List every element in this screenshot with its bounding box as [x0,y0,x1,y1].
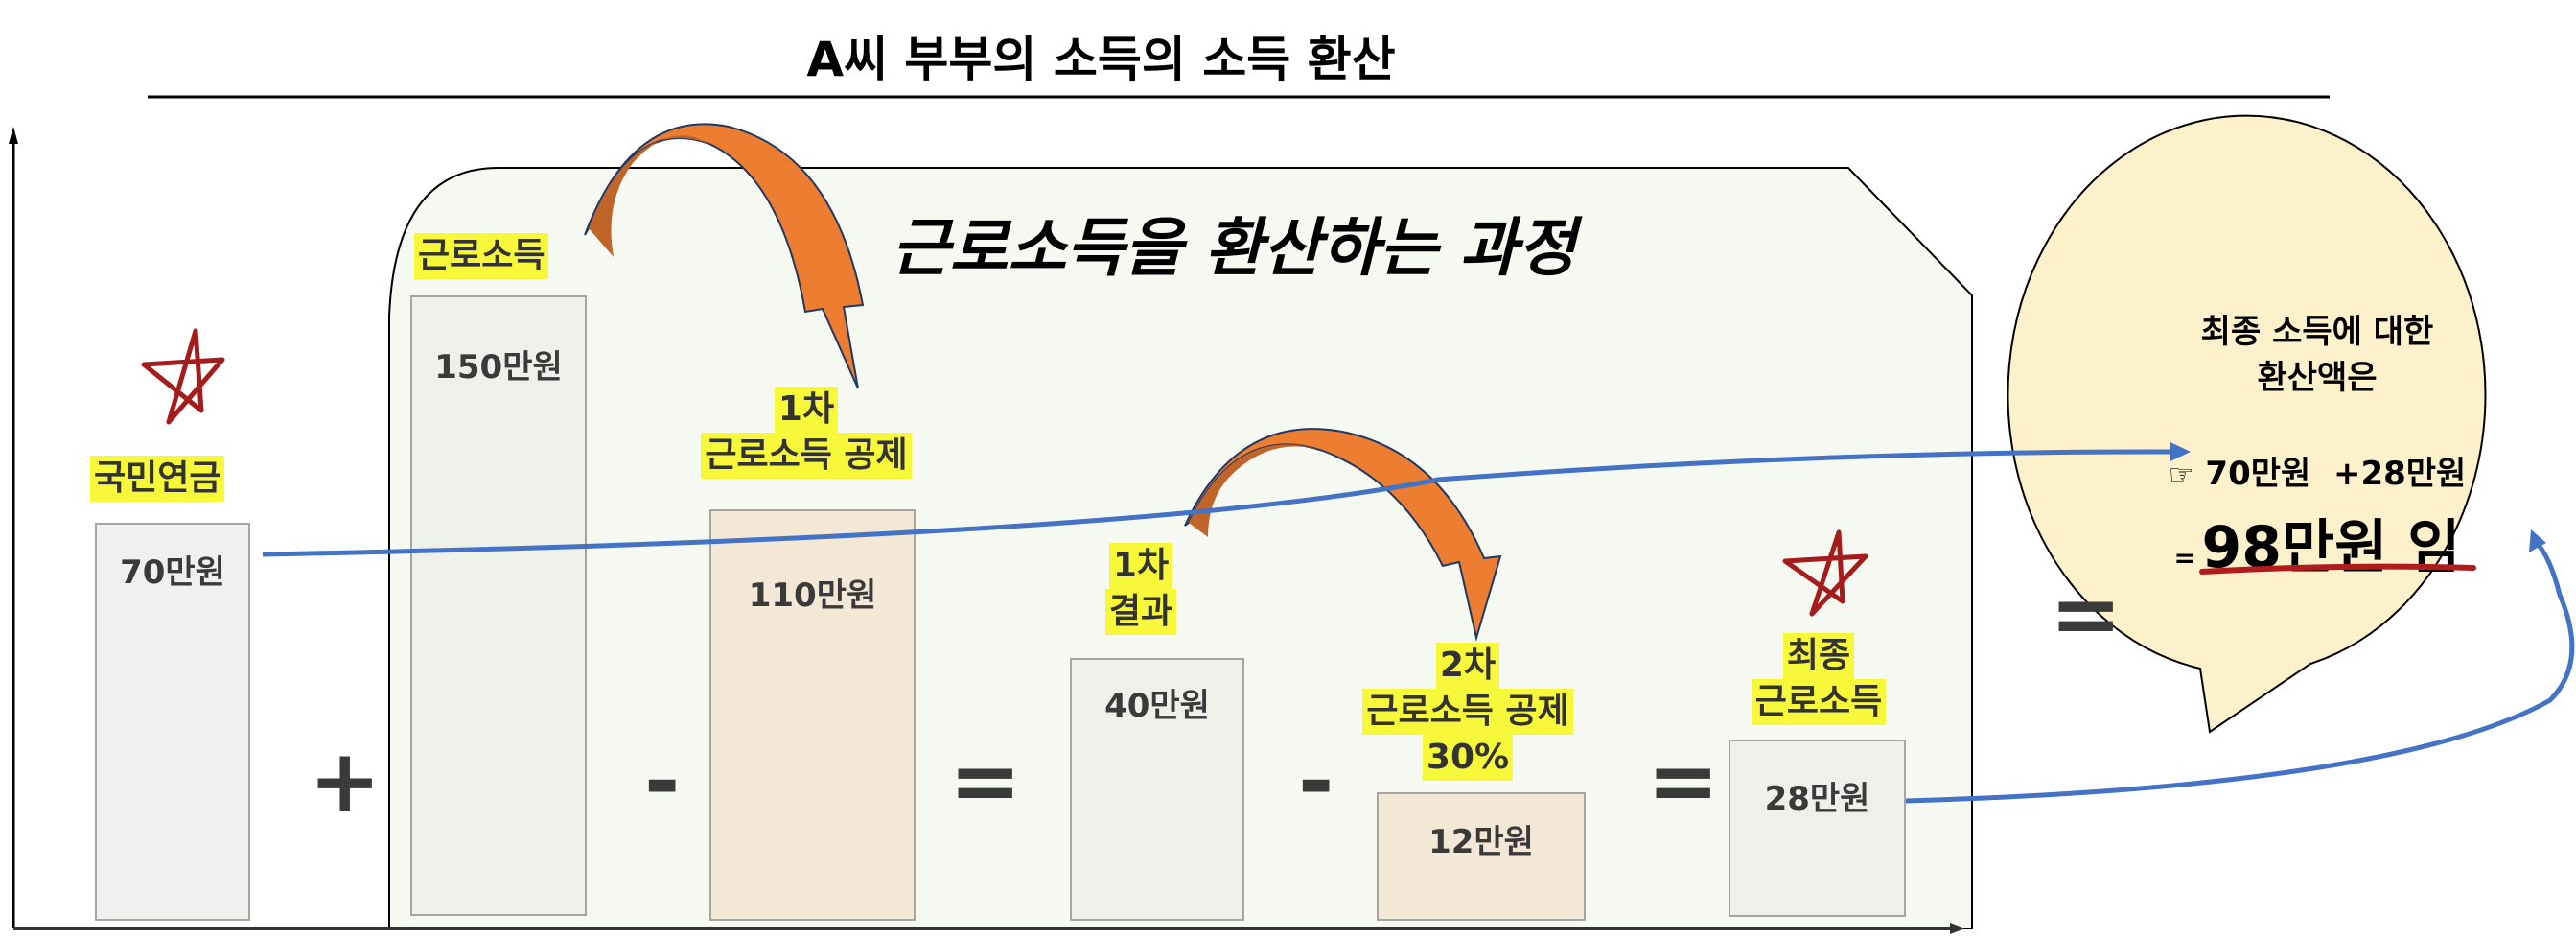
final-income-value: 28만원 [1764,780,1870,818]
connector-arrowhead [2170,442,2191,461]
star-icon-2 [1782,529,1868,617]
pointing-hand-icon: ☞ [2168,458,2194,492]
speech-bubble [2007,114,2487,734]
second-deduction-label: 2차 근로소득 공제 30% [1340,643,1595,781]
bubble-eq: = [2173,542,2196,574]
equals-operator: = [949,731,1022,832]
first-result-value: 40만원 [1104,687,1210,725]
x-axis-arrowhead [1950,923,1965,934]
plus-operator: + [309,731,382,832]
minus-operator: - [644,731,681,832]
second-deduction-label-line3: 30% [1422,735,1514,781]
y-axis-arrowhead [9,127,18,144]
final-income-bar: 28만원 [1729,740,1906,917]
star-icon [141,328,225,425]
second-deduction-value: 12만원 [1428,823,1534,861]
first-deduction-label-line2: 근로소득 공제 [701,433,912,479]
minus-operator-2: - [1298,731,1334,832]
final-income-label-line1: 최종 [1782,633,1855,679]
connector-pension-to-bubble [262,449,2175,557]
first-result-bar: 40만원 [1070,658,1244,921]
curved-arrow-icon-2 [1184,428,1502,642]
first-deduction-value: 110만원 [748,576,877,615]
bubble-sum-line: ☞ 70만원 +28만원 [2125,447,2509,494]
second-deduction-label-line1: 2차 [1435,643,1500,689]
final-income-label-line2: 근로소득 [1751,679,1887,725]
page-title: A씨 부부의 소득의 소득 환산 [806,32,1396,87]
first-result-label-line1: 1차 [1108,543,1173,589]
first-deduction-label-line1: 1차 [774,387,839,433]
earned-income-bar: 150만원 [410,295,587,916]
result-underline [2199,563,2476,575]
first-result-label-line2: 결과 [1104,589,1177,635]
pension-value: 70만원 [120,553,225,592]
first-result-label: 1차 결과 [1083,543,1198,635]
first-deduction-bar: 110만원 [709,509,916,921]
second-deduction-bar: 12만원 [1377,792,1586,921]
connector-final-to-bubble [1905,540,2575,804]
second-deduction-label-line2: 근로소득 공제 [1362,689,1573,735]
final-income-label: 최종 근로소득 [1723,633,1915,725]
curved-arrow-icon [584,123,865,389]
curved-arrow-shadow [589,135,709,257]
bubble-sum: 70만원 +28만원 [2205,455,2467,493]
connector-arrowhead-2 [2529,529,2546,552]
curved-arrow-shadow-2 [1189,444,1323,537]
equals-operator-3: = [2050,564,2123,665]
panel-title: 근로소득을 환산하는 과정 [892,211,1576,285]
pension-bar: 70만원 [95,523,250,921]
equals-operator-2: = [1647,731,1720,832]
pension-label: 국민연금 [90,456,225,502]
bubble-line1: 최종 소득에 대한 [2200,313,2434,351]
first-deduction-label: 1차 근로소득 공제 [679,387,934,479]
earned-income-label: 근로소득 [414,233,549,279]
bubble-line2: 환산액은 [2257,359,2378,397]
earned-income-value: 150만원 [434,348,563,387]
